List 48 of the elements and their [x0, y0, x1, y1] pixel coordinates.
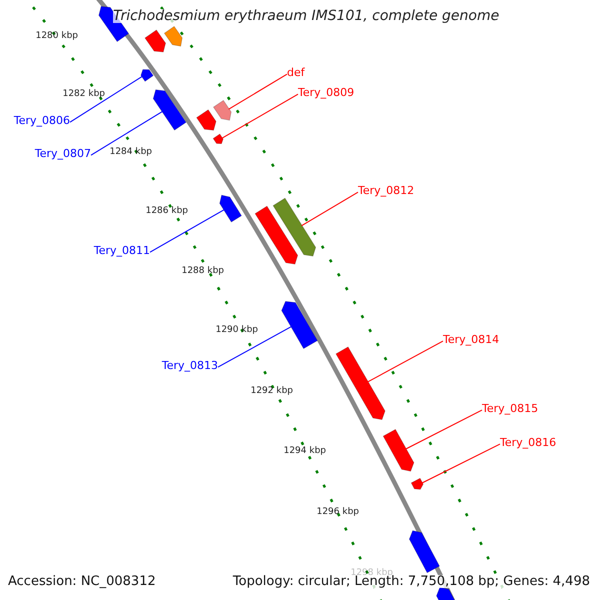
gene-segment — [152, 89, 187, 131]
genome-title: Trichodesmium erythraeum IMS101, complete genome — [113, 9, 500, 23]
position-label: 1294 kbp — [284, 447, 326, 456]
position-label: 1286 kbp — [146, 207, 188, 216]
gene-label: Tery_0809 — [298, 87, 354, 98]
leader-line — [70, 76, 143, 123]
gene-segment — [196, 109, 216, 131]
leader-line — [218, 326, 292, 368]
gene-segment — [336, 346, 386, 420]
position-label: 1290 kbp — [216, 326, 258, 335]
gene-label: Tery_0816 — [500, 437, 556, 448]
gene-label: Tery_0811 — [94, 245, 150, 256]
accession-label: Accession: NC_008312 — [8, 575, 156, 588]
gene-segment — [408, 530, 440, 574]
leader-line — [422, 444, 500, 484]
gene-segment — [410, 478, 424, 490]
gene-segment — [436, 586, 457, 600]
gene-segment — [272, 198, 316, 256]
leader-line — [301, 192, 358, 226]
gene-segment — [213, 100, 232, 121]
leader-line — [367, 340, 444, 382]
gene-label: Tery_0813 — [162, 360, 218, 371]
position-label: 1292 kbp — [250, 387, 293, 396]
position-label: 1282 kbp — [62, 90, 105, 99]
gene-label: Tery_0814 — [443, 334, 500, 345]
position-label: 1296 kbp — [316, 508, 359, 517]
gene-segment — [212, 134, 224, 144]
position-label: 1284 kbp — [110, 148, 152, 157]
gene-segment — [144, 30, 166, 52]
gene-segment — [219, 194, 242, 222]
gene-label: Tery_0812 — [358, 185, 414, 196]
gene-label: Tery_0807 — [34, 148, 91, 159]
leader-line — [90, 110, 163, 156]
gene-segment — [281, 301, 318, 350]
gene-segment — [164, 26, 183, 47]
leader-line — [150, 209, 225, 253]
gene-label: def — [287, 67, 305, 78]
gene-label: Tery_0815 — [482, 403, 538, 414]
gene-label: Tery_0806 — [14, 115, 70, 126]
gene-segment — [140, 69, 154, 82]
gene-segment — [382, 428, 414, 472]
leader-line — [228, 74, 288, 110]
gene-segment — [254, 206, 298, 264]
position-label: 1280 kbp — [36, 32, 78, 41]
leader-line — [405, 410, 482, 450]
position-label: 1288 kbp — [182, 267, 224, 276]
genome-stats: Topology: circular; Length: 7,750,108 bp; Genes: 4,498 — [232, 575, 590, 588]
leader-line — [222, 94, 298, 139]
